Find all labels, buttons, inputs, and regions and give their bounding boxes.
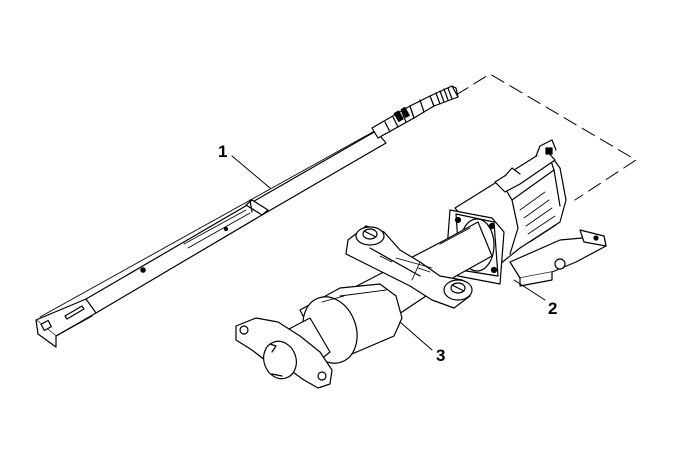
steering-column-jacket	[235, 221, 493, 389]
leader-3	[399, 321, 433, 351]
leader-1	[231, 155, 271, 189]
steering-shaft	[35, 85, 459, 348]
leader-lines	[231, 155, 546, 351]
leader-2	[513, 279, 546, 301]
callout-1: 1	[218, 142, 228, 161]
callout-2: 2	[548, 299, 558, 318]
callout-3: 3	[436, 346, 446, 365]
